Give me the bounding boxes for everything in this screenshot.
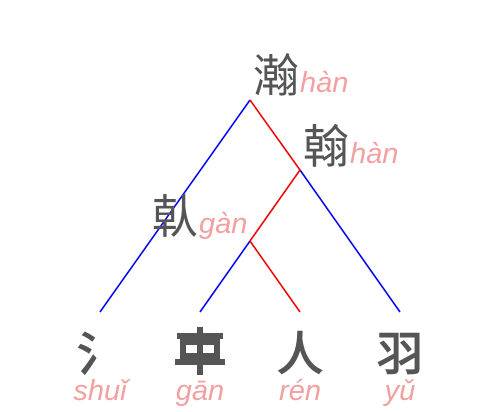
edge-inner-to-gan xyxy=(199,240,251,313)
mid-pinyin: hàn xyxy=(350,138,398,170)
leaf-gan-character: 𠦝 xyxy=(177,327,223,381)
leaf-water-pinyin: shuǐ xyxy=(73,375,131,407)
inner-pinyin: gàn xyxy=(199,208,247,240)
leaf-feather-character: 羽 xyxy=(377,327,423,381)
edge-mid-to-feather xyxy=(299,169,401,313)
edge-mid-to-inner xyxy=(249,169,301,242)
tree-edges xyxy=(99,99,401,313)
node-inner: 倝 gàn xyxy=(152,190,247,244)
leaf-gan: 𠦝 gān xyxy=(175,327,225,407)
node-mid: 翰 hàn xyxy=(303,120,398,174)
leaf-water: 氵 shuǐ xyxy=(73,327,131,407)
inner-character: 倝 xyxy=(152,190,198,244)
leaf-feather: 羽 yǔ xyxy=(377,327,423,407)
root-character: 瀚 xyxy=(253,49,299,103)
mid-character: 翰 xyxy=(303,120,349,174)
edge-root-to-water xyxy=(99,99,251,313)
leaf-feather-pinyin: yǔ xyxy=(383,375,416,407)
leaf-person-character: 人 xyxy=(277,327,323,381)
leaf-person: 人 rén xyxy=(277,327,323,407)
leaf-person-pinyin: rén xyxy=(279,375,321,407)
root-pinyin: hàn xyxy=(300,67,348,99)
node-root: 瀚 hàn xyxy=(253,49,348,103)
leaf-gan-glyph xyxy=(175,327,225,375)
leaf-gan-pinyin: gān xyxy=(176,375,224,407)
edge-root-to-mid xyxy=(249,99,301,171)
leaf-water-character: 氵 xyxy=(77,327,123,381)
edge-inner-to-person xyxy=(249,240,301,313)
